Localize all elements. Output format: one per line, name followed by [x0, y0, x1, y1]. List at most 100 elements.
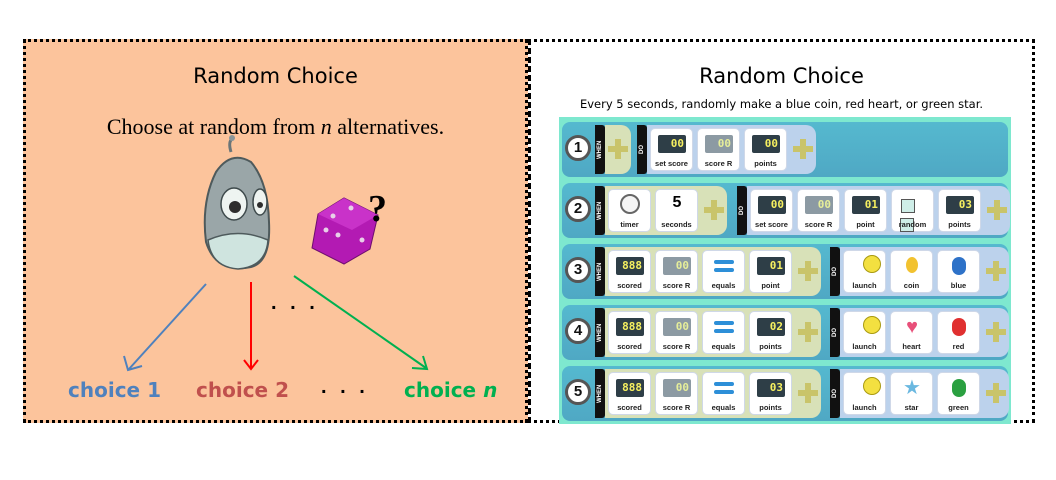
- tile-coin[interactable]: coin: [890, 250, 933, 293]
- add-do-plus-icon[interactable]: [986, 322, 1006, 342]
- add-do-plus-icon[interactable]: [793, 139, 813, 159]
- tile-label: scored: [617, 403, 642, 412]
- tile-points[interactable]: 02 points: [749, 311, 792, 354]
- lcd-display: 00: [663, 257, 691, 275]
- set-score-icon: 00: [658, 133, 686, 155]
- points-icon: 02: [757, 316, 785, 338]
- tile-label: points: [948, 220, 971, 229]
- tile-label: launch: [852, 281, 877, 290]
- lcd-display: 00: [805, 196, 833, 214]
- tile-red[interactable]: red: [937, 311, 980, 354]
- equals-icon: [710, 255, 738, 277]
- do-tag: DO: [737, 186, 747, 235]
- do-tag: DO: [637, 125, 647, 174]
- do-tag: DO: [830, 369, 840, 418]
- add-do-plus-icon[interactable]: [986, 261, 1006, 281]
- add-when-plus-icon[interactable]: [798, 322, 818, 342]
- example-description: Every 5 seconds, randomly make a blue co…: [579, 97, 984, 111]
- tile-label: scored: [617, 342, 642, 351]
- lcd-display: 00: [752, 135, 780, 153]
- dice-icon: [311, 197, 379, 265]
- arrow-choice-1: [128, 283, 207, 370]
- points-icon: 00: [752, 133, 780, 155]
- tile-random[interactable]: random: [891, 189, 934, 232]
- lcd-display: 888: [616, 379, 644, 397]
- tile-label: timer: [620, 220, 639, 229]
- blue-paint-icon: [945, 255, 973, 277]
- choice-n-text: choice: [404, 378, 484, 402]
- tile-launch[interactable]: launch: [843, 250, 886, 293]
- tile-equals[interactable]: equals: [702, 250, 745, 293]
- tile-label: score R: [662, 403, 691, 412]
- scored-icon: 888: [616, 316, 644, 338]
- when-section: [605, 125, 631, 174]
- choice-1-label: choice 1: [68, 378, 161, 402]
- set-score-icon: 00: [758, 194, 786, 216]
- tile-scored[interactable]: 888 scored: [608, 372, 651, 415]
- tile-score-R[interactable]: 00 score R: [655, 372, 698, 415]
- coin-icon: [898, 255, 926, 277]
- when-tag: WHEN: [595, 125, 605, 174]
- description-text-end: alternatives.: [331, 114, 445, 139]
- lcd-display: 00: [758, 196, 786, 214]
- tile-blue[interactable]: blue: [937, 250, 980, 293]
- add-when-plus-icon[interactable]: [798, 383, 818, 403]
- points-icon: 03: [946, 194, 974, 216]
- tile-label: red: [952, 342, 965, 351]
- tile-label: star: [904, 403, 919, 412]
- tile-scored[interactable]: 888 scored: [608, 311, 651, 354]
- tile-heart[interactable]: ♥heart: [890, 311, 933, 354]
- tile-star[interactable]: ★star: [890, 372, 933, 415]
- tile-label: score R: [662, 281, 691, 290]
- rule-number: 2: [565, 196, 591, 222]
- tile-equals[interactable]: equals: [702, 372, 745, 415]
- rule-number: 5: [565, 379, 591, 405]
- tile-launch[interactable]: launch: [843, 311, 886, 354]
- score-r-icon: 00: [805, 194, 833, 216]
- add-when-plus-icon[interactable]: [798, 261, 818, 281]
- add-when-plus-icon[interactable]: [704, 200, 724, 220]
- seconds-icon: 5: [672, 194, 682, 211]
- lcd-display: 00: [705, 135, 733, 153]
- tile-label: random: [898, 220, 927, 229]
- tile-equals[interactable]: equals: [702, 311, 745, 354]
- rule-number: 3: [565, 257, 591, 283]
- choice-n-label: choice n: [404, 378, 497, 402]
- scored-icon: 888: [616, 255, 644, 277]
- lcd-display: 00: [663, 379, 691, 397]
- concept-illustration: [123, 135, 429, 372]
- scored-icon: 888: [616, 377, 644, 399]
- add-when-plus-icon[interactable]: [608, 139, 628, 159]
- tile-label: green: [948, 403, 969, 412]
- add-do-plus-icon[interactable]: [986, 383, 1006, 403]
- tile-green[interactable]: green: [937, 372, 980, 415]
- tile-label: points: [759, 342, 782, 351]
- tile-score-R[interactable]: 00 score R: [655, 250, 698, 293]
- tile-timer[interactable]: timer: [608, 189, 651, 232]
- tile-label: score R: [662, 342, 691, 351]
- tile-label: launch: [852, 342, 877, 351]
- tile-points[interactable]: 03 points: [938, 189, 981, 232]
- equals-icon: [710, 316, 738, 338]
- ellipsis-middle: . . .: [271, 292, 319, 314]
- points-icon: 03: [757, 377, 785, 399]
- equals-icon: [710, 377, 738, 399]
- description-variable: n: [320, 114, 332, 139]
- tile-launch[interactable]: launch: [843, 372, 886, 415]
- add-do-plus-icon[interactable]: [987, 200, 1007, 220]
